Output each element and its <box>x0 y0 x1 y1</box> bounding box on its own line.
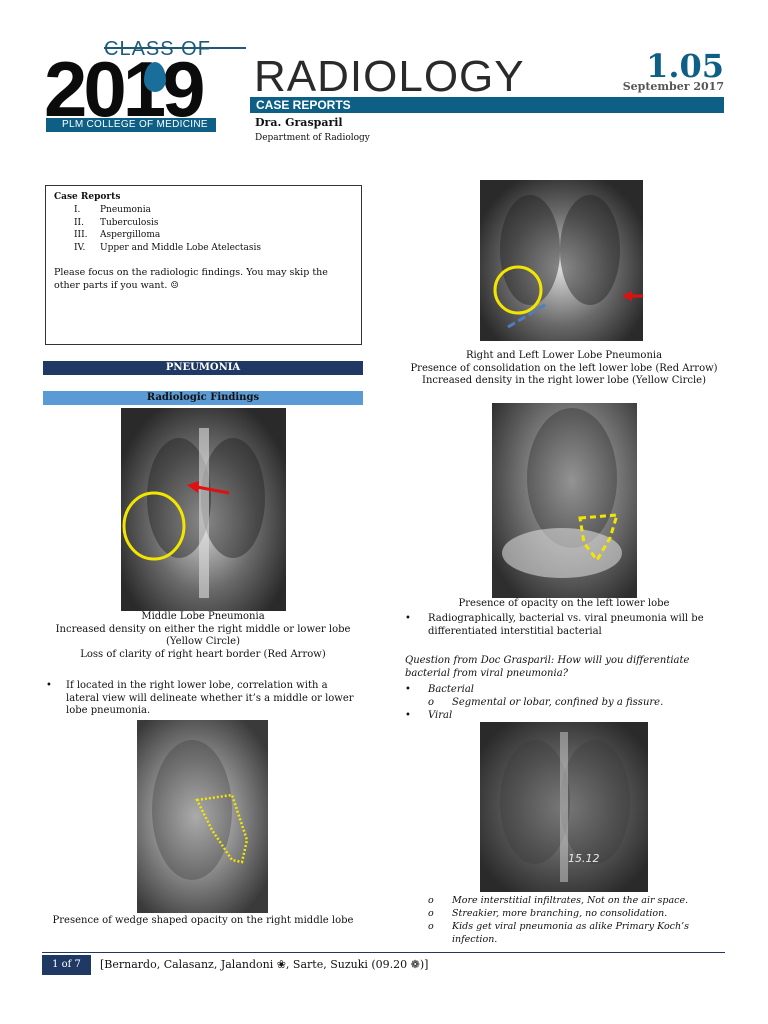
logo-school: PLM COLLEGE OF MEDICINE <box>62 119 208 130</box>
toc-note: Please focus on the radiologic findings.… <box>54 267 328 291</box>
case-reports-box: Case Reports I. Pneumonia II. Tuberculosis… <box>45 185 362 345</box>
footer-authors: [Bernardo, Calasanz, Jalandoni ❀, Sarte,… <box>100 958 429 971</box>
toc-list: I. Pneumonia II. Tuberculosis III. Aspergil… <box>74 204 261 254</box>
viral-detail-2: Streakier, more branching, no consolidat… <box>452 908 668 919</box>
radiologic-findings-heading: Radiologic Findings <box>43 391 363 405</box>
viral-detail-3: Kids get viral pneumonia as alike Primar… <box>452 921 689 945</box>
red-arrow-head <box>622 291 632 301</box>
yellow-circle-marker <box>493 265 543 315</box>
caption-line: Increased density in the right lower lob… <box>422 375 706 386</box>
viral-label: Viral <box>428 710 453 721</box>
caption-line: (Yellow Circle) <box>166 636 240 647</box>
bacterial-label: Bacterial <box>428 684 474 695</box>
page-title: RADIOLOGY <box>254 52 525 101</box>
viral-detail-1: More interstitial infiltrates, Not on th… <box>452 895 689 906</box>
middle-lobe-pneumonia-xray <box>121 408 286 611</box>
toc-label: Tuberculosis <box>100 217 159 228</box>
caption-line: Middle Lobe Pneumonia <box>141 611 265 622</box>
caption-line: Increased density on either the right mi… <box>55 623 351 635</box>
bacterial-detail: Segmental or lobar, confined by a fissur… <box>452 697 664 708</box>
caption-line: Presence of consolidation on the left lo… <box>410 362 718 374</box>
bullet-text: Radiographically, bacterial vs. viral pn… <box>428 613 704 637</box>
yellow-dashed-outline <box>578 513 620 563</box>
toc-label: Upper and Middle Lobe Atelectasis <box>100 242 262 253</box>
yellow-circle-marker <box>122 491 186 561</box>
sub-bullet: o <box>428 921 434 932</box>
red-arrow-marker <box>196 485 230 495</box>
toc-num: IV. <box>74 242 86 253</box>
department: Department of Radiology <box>255 133 370 143</box>
caption-line: Right and Left Lower Lobe Pneumonia <box>465 350 663 361</box>
wedge-opacity-lateral-xray <box>137 720 268 913</box>
figure-caption-lower-lobe: Right and Left Lower Lobe Pneumonia Pres… <box>405 350 723 388</box>
toc-item: IV. Upper and Middle Lobe Atelectasis <box>74 242 261 255</box>
red-arrow-head <box>187 481 199 493</box>
figure-caption-wedge: Presence of wedge shaped opacity on the … <box>52 915 354 926</box>
section-title: CASE REPORTS <box>256 98 351 112</box>
toc-num: I. <box>74 205 81 215</box>
doctor-name: Dra. Grasparil <box>255 116 343 129</box>
lower-lobe-pneumonia-xray <box>480 180 643 341</box>
bullet-dot: • <box>46 680 52 691</box>
logo-class-of: CLASS OF <box>104 38 211 60</box>
blue-dashed-line <box>507 303 546 329</box>
logo-school-band <box>46 118 216 132</box>
toc-item: III. Aspergilloma <box>74 229 261 242</box>
issue-number: 1.05 <box>646 47 724 85</box>
toc-item: II. Tuberculosis <box>74 217 261 230</box>
bullet-dot: • <box>405 710 411 721</box>
bullet-dot: • <box>405 613 411 624</box>
toc-title: Case Reports <box>54 192 121 202</box>
figure-caption-left-lower: Presence of opacity on the left lower lo… <box>458 598 670 609</box>
sub-bullet: o <box>428 697 435 708</box>
issue-date: September 2017 <box>622 80 724 93</box>
figure-caption-middle-lobe: Middle Lobe Pneumonia Increased density … <box>43 611 363 661</box>
xray-handwritten-mark: 15.12 <box>568 852 600 865</box>
section-band <box>250 97 724 113</box>
toc-label: Pneumonia <box>100 205 151 215</box>
yellow-wedge-outline <box>195 793 249 864</box>
toc-item: I. Pneumonia <box>74 204 261 217</box>
sub-bullet: o <box>428 895 434 906</box>
toc-label: Aspergilloma <box>100 230 161 240</box>
footer-rule <box>42 952 725 953</box>
caption-line: Loss of clarity of right heart border (R… <box>80 648 326 660</box>
viral-pneumonia-xray: 15.12 <box>480 722 648 892</box>
sub-bullet: o <box>428 908 434 919</box>
toc-num: III. <box>74 230 88 240</box>
toc-num: II. <box>74 217 84 228</box>
bullet-dot: • <box>405 684 411 695</box>
logo-year: 2019 <box>44 45 206 133</box>
bullet-text: If located in the right lower lobe, corr… <box>66 680 354 716</box>
logo-rule <box>104 47 246 49</box>
page-number: 1 of 7 <box>42 955 91 975</box>
left-lower-lobe-lateral-xray <box>492 403 637 598</box>
question-text: Question from Doc Grasparil: How will yo… <box>405 655 690 679</box>
pneumonia-heading: PNEUMONIA <box>43 361 363 375</box>
water-drop-icon <box>144 62 166 92</box>
